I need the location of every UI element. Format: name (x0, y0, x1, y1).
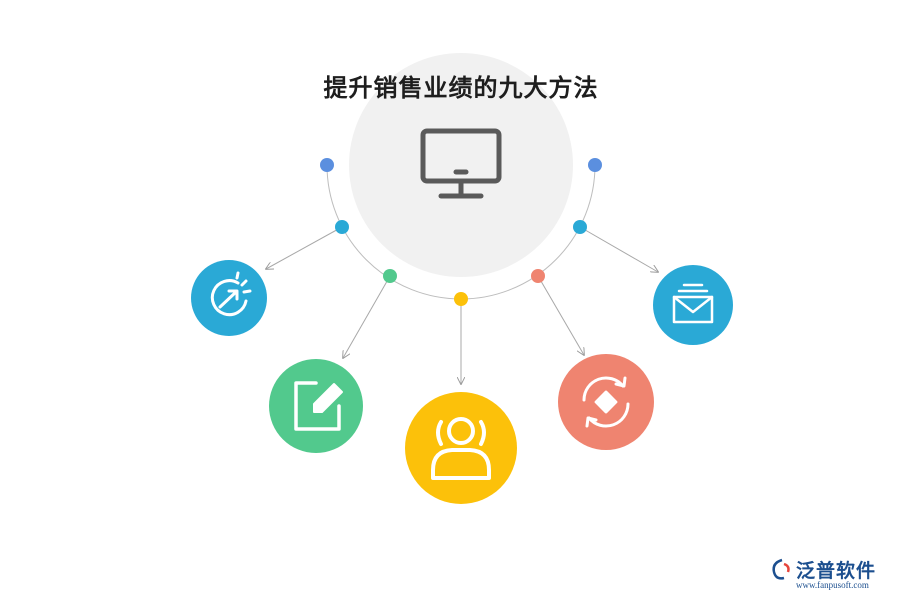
brand-logo: 泛普软件 www.fanpusoft.com (770, 556, 895, 596)
connector-dot (454, 292, 468, 306)
center-hub (349, 53, 573, 277)
diagram-title: 提升销售业绩的九大方法 (323, 74, 599, 102)
fanpu-logo-icon (772, 558, 790, 580)
logo-url: www.fanpusoft.com (796, 580, 869, 590)
node-user (405, 392, 517, 504)
connector-dot (531, 269, 545, 283)
connector-dot (573, 220, 587, 234)
monitor-icon (420, 128, 502, 199)
timer-arrow-icon (210, 271, 252, 317)
connector-dot (588, 158, 602, 172)
arrow-to-node-5 (579, 226, 658, 272)
node-edit (269, 359, 363, 453)
node-refresh (558, 354, 654, 450)
arrow-to-node-2 (343, 275, 391, 358)
user-group-icon (431, 417, 491, 480)
arrow-to-node-1 (266, 226, 343, 269)
node-timer (191, 260, 267, 336)
mail-icon (672, 283, 714, 324)
arrow-to-node-4 (537, 275, 584, 355)
connector-dot (383, 269, 397, 283)
connector-dot (320, 158, 334, 172)
connector-dot (335, 220, 349, 234)
logo-name: 泛普软件 (796, 560, 877, 582)
arrow-lines (266, 226, 658, 384)
node-mail (653, 265, 733, 345)
refresh-cycle-icon (582, 376, 630, 428)
connector-dots (320, 158, 602, 306)
edit-document-icon (294, 381, 343, 431)
